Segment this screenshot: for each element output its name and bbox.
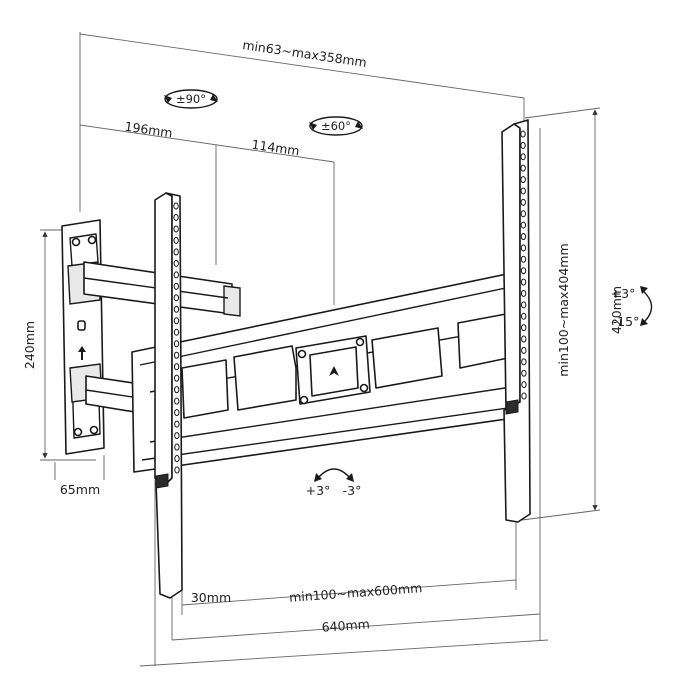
arm-length-1-label: 196mm [124, 119, 174, 141]
tilt-up-label: +3° [611, 286, 636, 301]
mounting-hole [520, 221, 527, 229]
mounting-hole [521, 392, 527, 400]
rotate-arrow-icon [164, 89, 218, 109]
swivel-head-label: ±60° [321, 119, 351, 133]
width-range-label: min63~max358mm [242, 37, 368, 70]
total-width-label: 640mm [321, 616, 370, 634]
mounting-hole [520, 176, 526, 184]
mounting-hole [174, 420, 180, 428]
mounting-hole [173, 386, 180, 394]
mounting-hole [173, 317, 180, 325]
wall-plate [61, 219, 105, 455]
mounting-hole [173, 374, 180, 382]
mounting-hole [173, 351, 180, 359]
level-arrow-icon [314, 468, 354, 482]
mounting-hole [173, 294, 180, 302]
mounting-hole [521, 346, 527, 354]
mounting-hole [520, 301, 527, 309]
mounting-hole [520, 141, 526, 149]
bracket-holes [173, 130, 527, 474]
horizontal-rails [131, 269, 529, 473]
mounting-hole [173, 305, 180, 313]
mounting-hole [174, 443, 180, 451]
mounting-hole [174, 397, 180, 405]
bracket-width-label: 30mm [191, 590, 231, 605]
mounting-hole [174, 466, 180, 474]
mounting-hole [173, 202, 179, 210]
mounting-hole [520, 130, 526, 138]
mounting-hole [174, 455, 180, 463]
swivel-arm-label: ±90° [176, 92, 206, 106]
rotate-arrow-icon [309, 116, 363, 136]
vertical-bracket-right [501, 119, 531, 523]
mounting-hole [520, 164, 526, 172]
tilt-arrow-icon [640, 286, 653, 326]
level-plus-label: +3° [306, 483, 331, 498]
mounting-hole [173, 236, 179, 244]
mounting-hole [520, 244, 527, 252]
vertical-bracket-left [154, 192, 183, 599]
mounting-hole [173, 225, 179, 233]
horizontal-range-label: min100~max600mm [289, 580, 423, 605]
up-arrow-icon [78, 346, 86, 360]
mounting-hole [521, 358, 527, 366]
mounting-hole [520, 267, 527, 275]
mounting-hole [174, 432, 180, 440]
mounting-hole [521, 335, 527, 343]
mounting-hole [520, 255, 527, 263]
mounting-hole [173, 363, 180, 371]
mounting-hole [173, 282, 180, 290]
mounting-hole [173, 340, 180, 348]
mounting-hole [173, 259, 179, 267]
mounting-hole [520, 278, 527, 286]
bracket-height-label: 420mm [609, 286, 624, 334]
mounting-hole [173, 271, 179, 279]
mounting-hole [520, 187, 526, 195]
mounting-hole [520, 210, 527, 218]
mounting-hole [520, 153, 526, 161]
mounting-hole [521, 381, 527, 389]
mounting-hole [173, 328, 180, 336]
vertical-range-label: min100~max404mm [556, 243, 571, 376]
mounting-hole [520, 233, 527, 241]
level-minus-label: -3° [343, 483, 362, 498]
wall-plate-height-label: 240mm [22, 321, 37, 369]
up-arrow-icon [329, 366, 339, 376]
mounting-hole [520, 198, 526, 206]
mounting-hole [520, 289, 527, 297]
wall-plate-width-label: 65mm [60, 482, 100, 497]
arm-length-2-label: 114mm [251, 137, 301, 159]
mounting-hole [174, 409, 180, 417]
dimension-lines [40, 32, 601, 667]
tilt-down-label: -15° [613, 314, 640, 329]
mounting-hole [521, 369, 527, 377]
mounting-hole [173, 213, 179, 221]
mounting-hole [521, 324, 527, 332]
mounting-hole [173, 248, 179, 256]
mounting-hole [520, 312, 527, 320]
